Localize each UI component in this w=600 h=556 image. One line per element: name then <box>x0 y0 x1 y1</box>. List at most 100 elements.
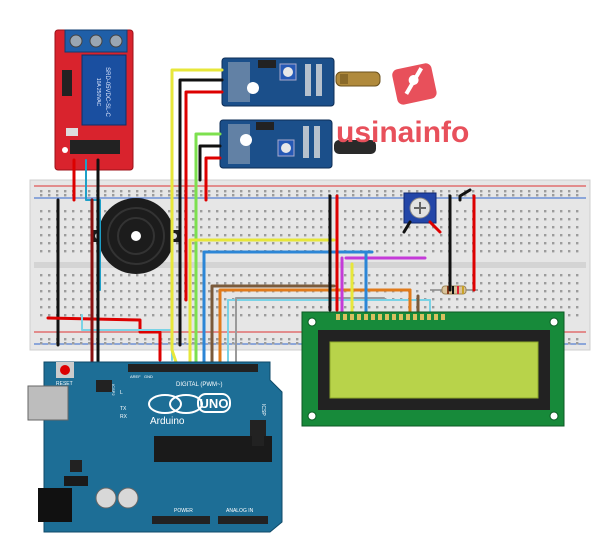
breadboard-hole <box>176 226 179 229</box>
breadboard-hole <box>64 194 67 197</box>
gnd-label: GND <box>144 374 153 379</box>
breadboard-hole <box>544 250 547 253</box>
breadboard-hole <box>432 306 435 309</box>
breadboard-hole <box>224 242 227 245</box>
breadboard-hole <box>568 250 571 253</box>
breadboard-hole <box>496 298 499 301</box>
resistor <box>430 285 478 295</box>
breadboard-hole <box>48 306 51 309</box>
breadboard-hole <box>520 210 523 213</box>
breadboard-hole <box>72 242 75 245</box>
breadboard-hole <box>576 190 579 193</box>
breadboard-hole <box>256 234 259 237</box>
breadboard-hole <box>392 210 395 213</box>
breadboard-hole <box>40 242 43 245</box>
breadboard-hole <box>488 226 491 229</box>
breadboard-hole <box>384 234 387 237</box>
breadboard-hole <box>48 290 51 293</box>
breadboard-hole <box>216 234 219 237</box>
breadboard-hole <box>176 290 179 293</box>
breadboard-hole <box>152 338 155 341</box>
breadboard-hole <box>424 242 427 245</box>
breadboard-hole <box>72 226 75 229</box>
breadboard-hole <box>240 342 243 345</box>
lcd-pin <box>378 314 382 320</box>
breadboard-hole <box>424 190 427 193</box>
breadboard-hole <box>48 274 51 277</box>
breadboard-hole <box>536 226 539 229</box>
breadboard-hole <box>216 210 219 213</box>
breadboard-hole <box>544 190 547 193</box>
breadboard-hole <box>240 210 243 213</box>
breadboard-hole <box>360 194 363 197</box>
breadboard-hole <box>560 210 563 213</box>
breadboard-hole <box>504 194 507 197</box>
breadboard-hole <box>136 342 139 345</box>
breadboard-hole <box>120 342 123 345</box>
breadboard-hole <box>312 282 315 285</box>
breadboard-hole <box>168 298 171 301</box>
breadboard-hole <box>48 242 51 245</box>
breadboard-hole <box>544 218 547 221</box>
breadboard-hole <box>496 306 499 309</box>
breadboard-hole <box>320 242 323 245</box>
breadboard-hole <box>416 234 419 237</box>
lcd-pin <box>343 314 347 320</box>
breadboard-hole <box>272 314 275 317</box>
breadboard-hole <box>128 290 131 293</box>
breadboard-hole <box>560 274 563 277</box>
breadboard-hole <box>576 306 579 309</box>
breadboard-hole <box>504 282 507 285</box>
breadboard-hole <box>168 274 171 277</box>
breadboard-hole <box>248 306 251 309</box>
breadboard-hole <box>504 274 507 277</box>
breadboard-hole <box>504 306 507 309</box>
breadboard-hole <box>480 226 483 229</box>
breadboard-hole <box>536 298 539 301</box>
breadboard-hole <box>504 242 507 245</box>
lcd-pin <box>350 314 354 320</box>
breadboard-hole <box>536 282 539 285</box>
breadboard-hole <box>112 342 115 345</box>
breadboard-hole <box>64 242 67 245</box>
breadboard-hole <box>248 194 251 197</box>
breadboard-hole <box>208 282 211 285</box>
breadboard-hole <box>200 338 203 341</box>
lcd-pin <box>364 314 368 320</box>
tx-label: TX <box>120 406 127 412</box>
breadboard-hole <box>480 250 483 253</box>
breadboard-hole <box>256 242 259 245</box>
breadboard-hole <box>456 190 459 193</box>
breadboard-hole <box>488 250 491 253</box>
breadboard-hole <box>560 218 563 221</box>
breadboard-hole <box>280 234 283 237</box>
breadboard-hole <box>192 338 195 341</box>
breadboard-hole <box>64 314 67 317</box>
breadboard-hole <box>176 282 179 285</box>
breadboard-hole <box>536 306 539 309</box>
breadboard-hole <box>232 242 235 245</box>
breadboard-hole <box>184 342 187 345</box>
breadboard-hole <box>456 226 459 229</box>
breadboard-hole <box>408 234 411 237</box>
breadboard-hole <box>208 218 211 221</box>
breadboard-hole <box>80 250 83 253</box>
breadboard-hole <box>160 290 163 293</box>
breadboard-hole <box>568 282 571 285</box>
breadboard-hole <box>264 306 267 309</box>
breadboard-hole <box>264 210 267 213</box>
breadboard-hole <box>152 342 155 345</box>
breadboard-hole <box>488 306 491 309</box>
breadboard-hole <box>208 314 211 317</box>
breadboard-hole <box>512 282 515 285</box>
breadboard-hole <box>400 226 403 229</box>
breadboard-hole <box>408 242 411 245</box>
breadboard-hole <box>216 282 219 285</box>
breadboard-hole <box>528 298 531 301</box>
breadboard-hole <box>80 298 83 301</box>
breadboard-hole <box>376 274 379 277</box>
breadboard-hole <box>560 234 563 237</box>
breadboard-hole <box>304 274 307 277</box>
breadboard-hole <box>512 210 515 213</box>
breadboard-hole <box>296 314 299 317</box>
